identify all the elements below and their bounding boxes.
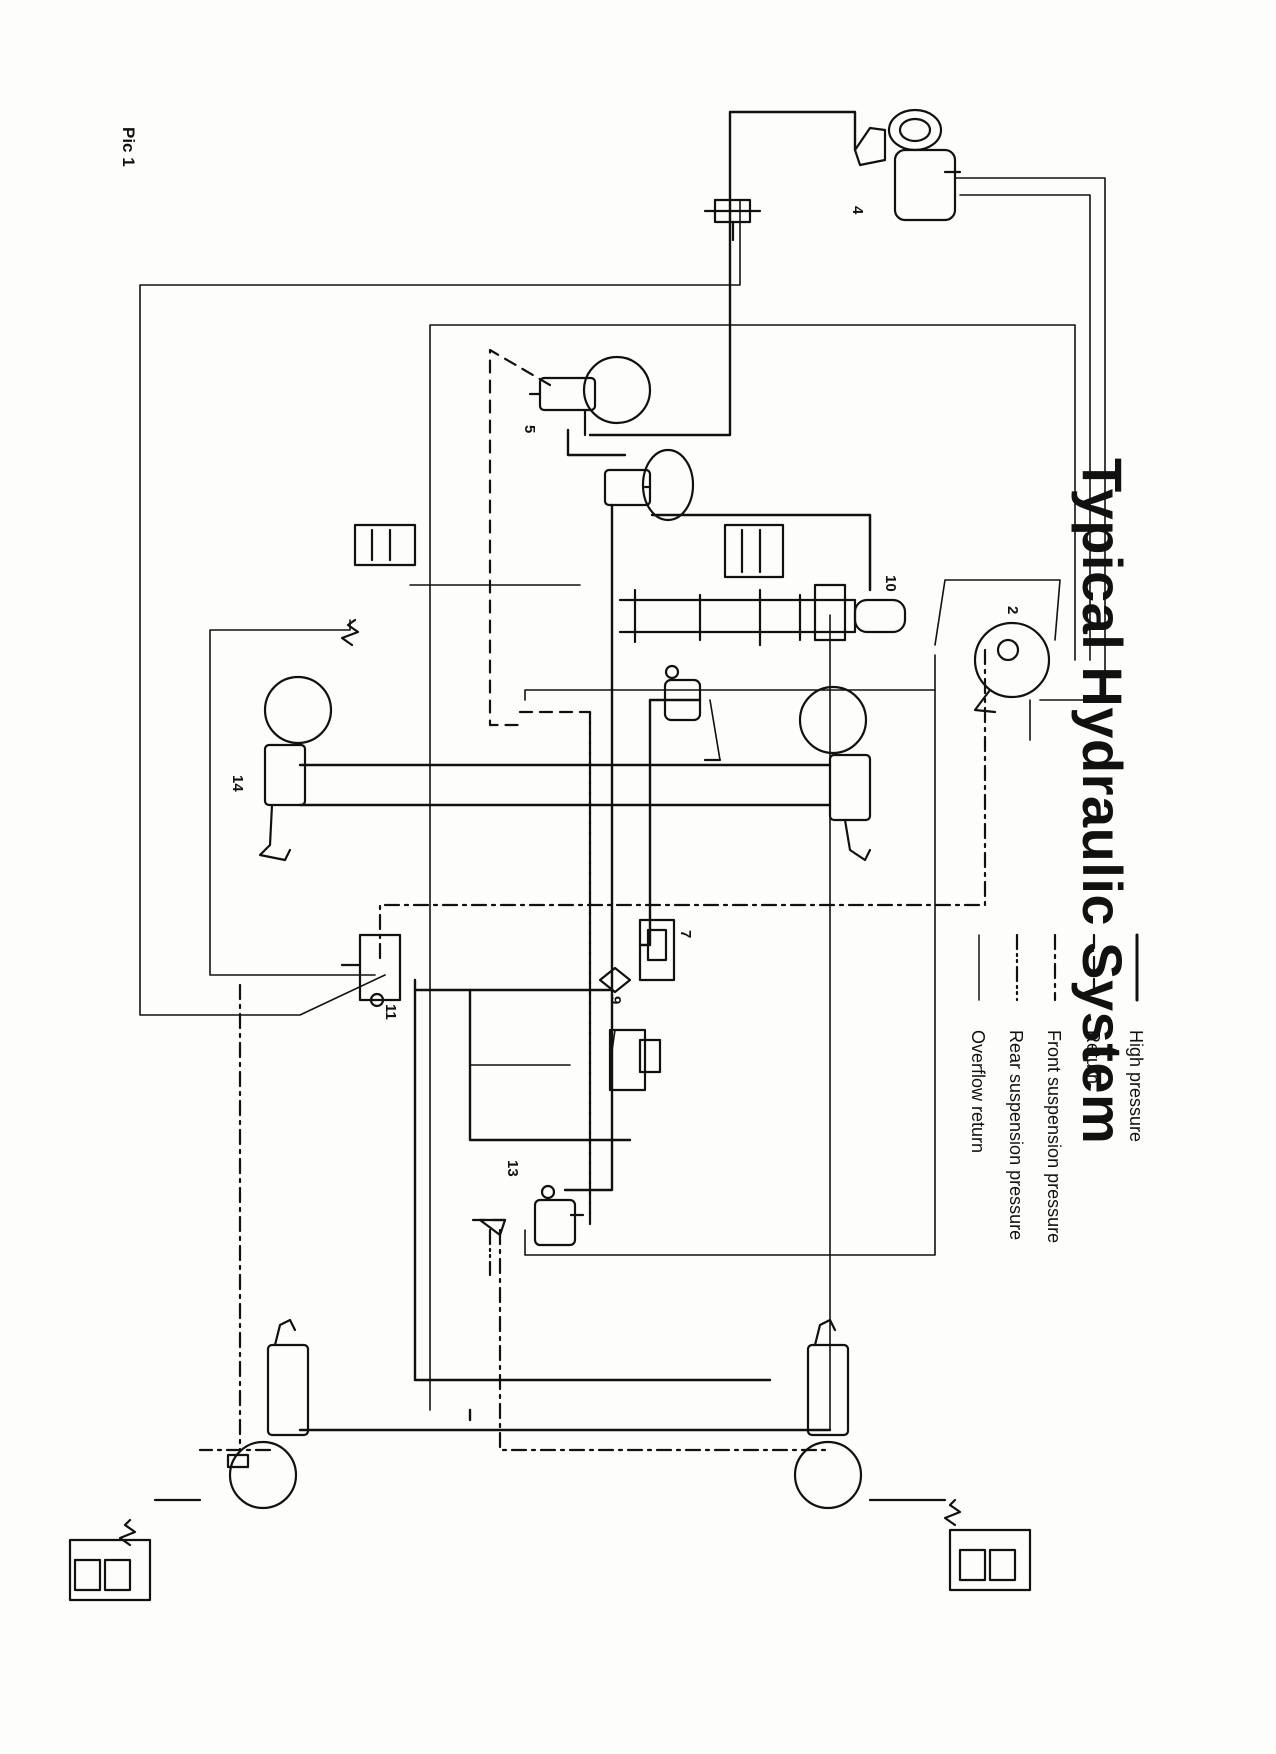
brake-accumulator <box>603 448 695 522</box>
overflow-return-lines <box>139 177 1106 1411</box>
return-lines <box>463 348 592 1232</box>
pressure-switch <box>703 198 762 242</box>
rear-brake-left <box>68 1498 202 1602</box>
rear-height-corrector <box>478 1184 577 1247</box>
rear-tee <box>226 1453 250 1469</box>
legend-samples <box>978 933 1139 1002</box>
steering-rack <box>618 513 907 647</box>
brake-valve-11 <box>340 933 402 1008</box>
brake-boxes <box>340 523 785 647</box>
accumulator-lower <box>608 1028 662 1092</box>
high-pressure-lines <box>298 110 872 1432</box>
pressure-regulator <box>528 355 652 437</box>
junction-9 <box>598 966 632 994</box>
accumulator-7 <box>638 918 676 982</box>
rear-suspension-right <box>793 1318 863 1510</box>
steering-valve <box>973 621 1051 714</box>
front-height-corrector <box>663 664 722 762</box>
suspension-lines <box>198 648 987 1452</box>
rear-suspension-left <box>228 1318 310 1510</box>
front-suspension-left <box>258 675 333 862</box>
front-suspension-right <box>798 685 872 862</box>
pump-assembly <box>853 108 962 222</box>
rear-brake-right <box>868 1498 1032 1592</box>
